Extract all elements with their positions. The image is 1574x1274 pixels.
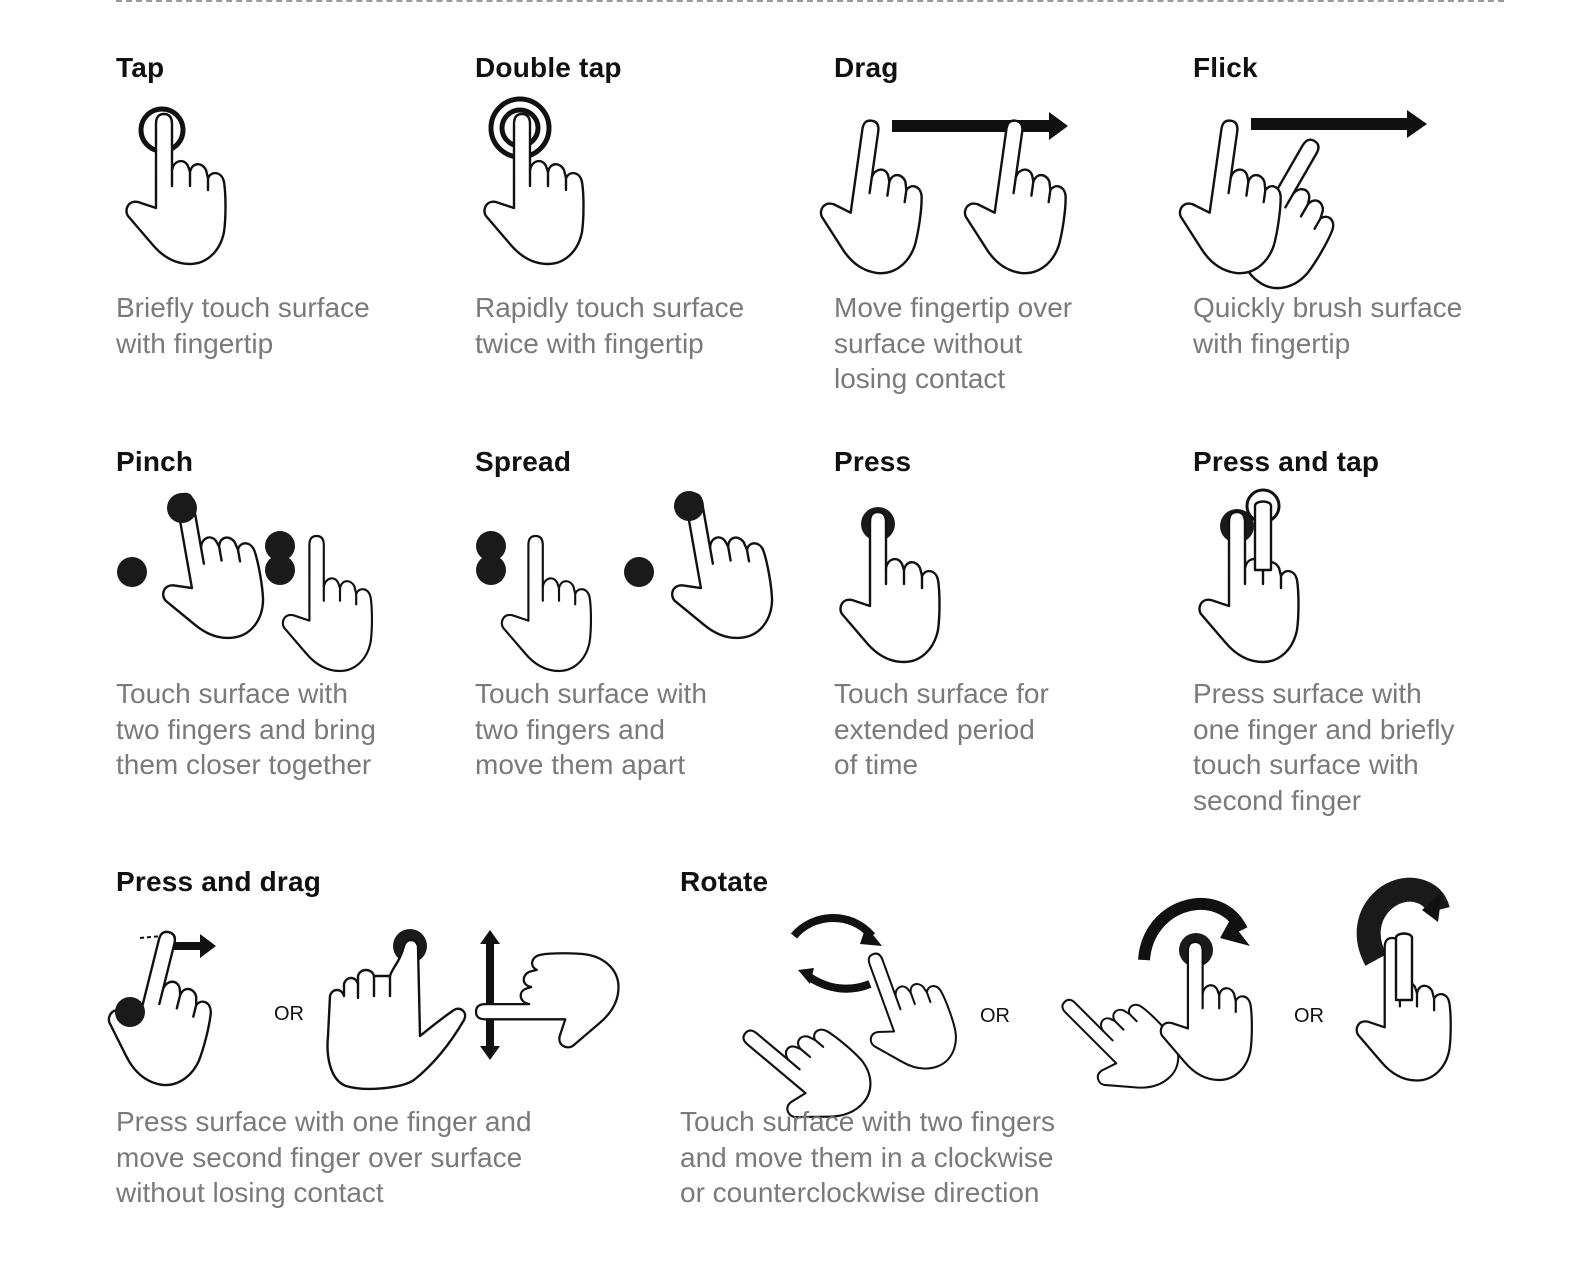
gesture-card-spread: Spread Touch surface with two fingers an… bbox=[475, 446, 815, 806]
gesture-card-tap: Tap Briefly touch surface with fingertip bbox=[116, 52, 456, 412]
double-tap-icon bbox=[483, 96, 585, 266]
rotate-icon: OR OR bbox=[722, 877, 1452, 1147]
or-label: OR bbox=[274, 1003, 304, 1025]
gesture-description: Touch surface with two fingers and move … bbox=[680, 1106, 1056, 1208]
press-and-tap-icon bbox=[1198, 488, 1300, 664]
gesture-title: Drag bbox=[834, 52, 899, 83]
or-label: OR bbox=[980, 1005, 1010, 1027]
press-icon bbox=[839, 507, 941, 664]
gesture-card-flick: Flick Quickly brush surface with fingert… bbox=[1171, 52, 1553, 412]
top-divider bbox=[116, 0, 1504, 2]
gesture-card-press-and-drag: Press and drag OR Press surface with one… bbox=[95, 866, 656, 1226]
gesture-title: Spread bbox=[475, 446, 572, 477]
flick-icon bbox=[1171, 110, 1427, 303]
or-label: OR bbox=[1294, 1005, 1324, 1027]
gesture-description: Quickly brush surface with fingertip bbox=[1193, 292, 1463, 359]
gesture-description: Touch surface with two fingers and move … bbox=[475, 678, 707, 780]
gesture-title: Tap bbox=[116, 52, 165, 83]
gesture-title: Press and tap bbox=[1193, 446, 1380, 477]
gesture-card-press-and-tap: Press and tap Press surface with one fin… bbox=[1193, 446, 1553, 826]
spread-icon bbox=[476, 482, 781, 673]
gesture-title: Flick bbox=[1193, 52, 1258, 83]
gesture-title: Pinch bbox=[116, 446, 194, 477]
press-and-drag-icon: OR bbox=[95, 921, 620, 1094]
gesture-description: Rapidly touch surface twice with fingert… bbox=[475, 292, 745, 359]
gesture-card-rotate: Rotate OR OR Touch surface with two fing… bbox=[680, 866, 1540, 1226]
gesture-description: Briefly touch surface with fingertip bbox=[116, 292, 370, 359]
gesture-description: Touch surface with two fingers and bring… bbox=[116, 678, 376, 780]
pinch-icon bbox=[117, 482, 374, 673]
gesture-card-press: Press Touch surface for extended period … bbox=[834, 446, 1174, 806]
gesture-card-drag: Drag Move fingertip over surface without… bbox=[812, 52, 1174, 412]
gesture-card-pinch: Pinch Touch surface with two fingers and… bbox=[116, 446, 456, 806]
gesture-description: Press surface with one finger and briefl… bbox=[1193, 678, 1455, 816]
gesture-description: Move fingertip over surface without losi… bbox=[834, 292, 1073, 394]
gesture-title: Double tap bbox=[475, 52, 622, 83]
gesture-description: Press surface with one finger and move s… bbox=[116, 1106, 532, 1208]
gesture-card-double-tap: Double tap Rapidly touch surface twice w… bbox=[475, 52, 815, 412]
drag-icon bbox=[812, 112, 1078, 280]
gesture-description: Touch surface for extended period of tim… bbox=[834, 678, 1049, 780]
gesture-title: Press and drag bbox=[116, 866, 322, 897]
gesture-title: Press bbox=[834, 446, 912, 477]
tap-icon bbox=[125, 106, 227, 266]
gesture-title: Rotate bbox=[680, 866, 769, 897]
